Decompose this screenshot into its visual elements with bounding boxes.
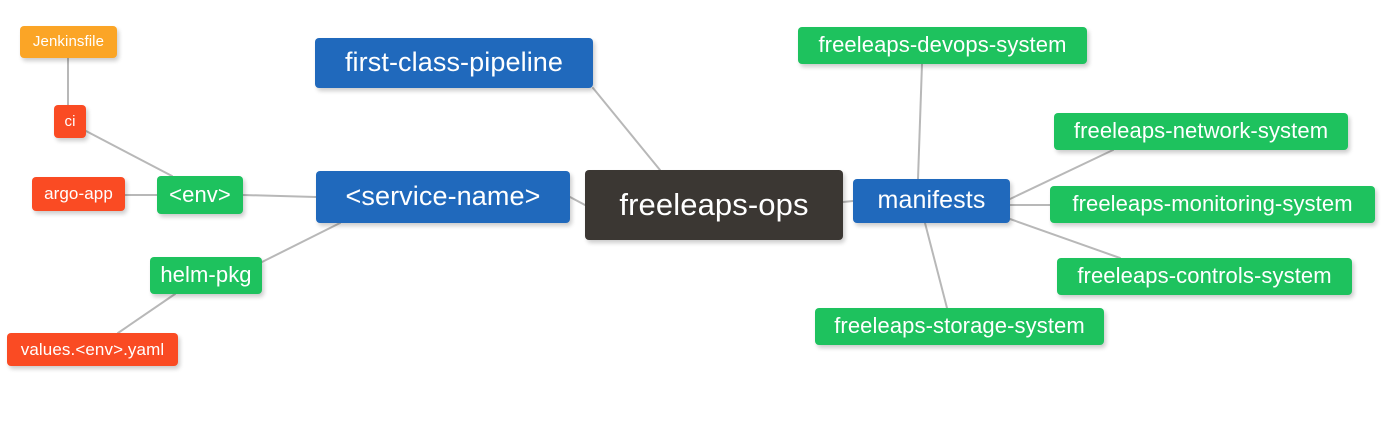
node-freeleaps-monitoring-system[interactable]: freeleaps-monitoring-system [1050,186,1375,223]
node-values-env-yaml[interactable]: values.<env>.yaml [7,333,178,366]
node-label-argo-app: argo-app [44,184,113,203]
node-freeleaps-devops-system[interactable]: freeleaps-devops-system [798,27,1087,64]
edge-env-to-ci [85,130,173,177]
node-label-service-name: <service-name> [345,181,541,211]
node-label-freeleaps-controls-system: freeleaps-controls-system [1077,263,1332,288]
edge-freeleaps-ops-to-service-name [569,196,586,206]
node-label-first-class-pipeline: first-class-pipeline [344,47,564,77]
node-freeleaps-ops[interactable]: freeleaps-ops [585,170,843,240]
edge-manifests-to-freeleaps-storage-system [924,222,948,309]
node-label-manifests: manifests [877,186,986,214]
node-freeleaps-network-system[interactable]: freeleaps-network-system [1054,113,1348,150]
node-label-env: <env> [169,181,231,207]
edge-service-name-to-env [242,194,317,198]
node-argo-app[interactable]: argo-app [32,177,125,211]
node-label-freeleaps-ops: freeleaps-ops [619,187,809,222]
edge-freeleaps-ops-to-first-class-pipeline [592,87,661,171]
node-service-name[interactable]: <service-name> [316,171,570,223]
node-ci[interactable]: ci [54,105,86,138]
edge-manifests-to-freeleaps-controls-system [1009,218,1121,259]
node-label-jenkinsfile: Jenkinsfile [32,33,105,50]
node-label-freeleaps-network-system: freeleaps-network-system [1073,118,1329,143]
node-label-freeleaps-devops-system: freeleaps-devops-system [818,32,1067,57]
edge-freeleaps-ops-to-manifests [842,200,854,203]
node-freeleaps-controls-system[interactable]: freeleaps-controls-system [1057,258,1352,295]
edge-helm-pkg-to-values-env-yaml [117,293,176,334]
node-freeleaps-storage-system[interactable]: freeleaps-storage-system [815,308,1104,345]
node-label-ci: ci [64,112,76,130]
edge-manifests-to-freeleaps-devops-system [917,63,923,180]
node-env[interactable]: <env> [157,176,243,214]
node-jenkinsfile[interactable]: Jenkinsfile [20,26,117,58]
node-label-helm-pkg: helm-pkg [160,262,252,287]
node-label-freeleaps-storage-system: freeleaps-storage-system [834,313,1085,338]
node-label-values-env-yaml: values.<env>.yaml [20,339,165,359]
edge-service-name-to-helm-pkg [261,222,341,263]
node-first-class-pipeline[interactable]: first-class-pipeline [315,38,593,88]
node-label-freeleaps-monitoring-system: freeleaps-monitoring-system [1072,191,1353,216]
node-manifests[interactable]: manifests [853,179,1010,223]
node-helm-pkg[interactable]: helm-pkg [150,257,262,294]
